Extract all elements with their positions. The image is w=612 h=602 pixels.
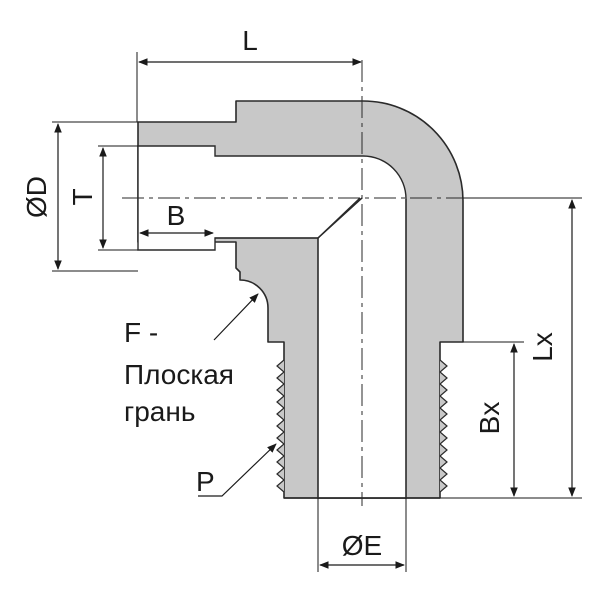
label-F-line2: Плоская [124,359,234,390]
label-Bx: Bx [474,402,505,435]
label-Lx: Lx [527,332,558,362]
leader-F [213,293,259,341]
cone-edge [317,197,363,239]
label-P: P [196,466,215,497]
label-D: ØD [21,176,52,218]
label-B: B [167,200,186,231]
label-E: ØE [342,530,382,561]
thread-left [276,359,285,493]
label-F-line1: F - [124,317,158,348]
label-L: L [242,25,258,56]
label-T: T [67,188,98,205]
leader-P [198,443,277,497]
thread-right [439,359,448,493]
label-F-line3: грань [124,396,195,427]
